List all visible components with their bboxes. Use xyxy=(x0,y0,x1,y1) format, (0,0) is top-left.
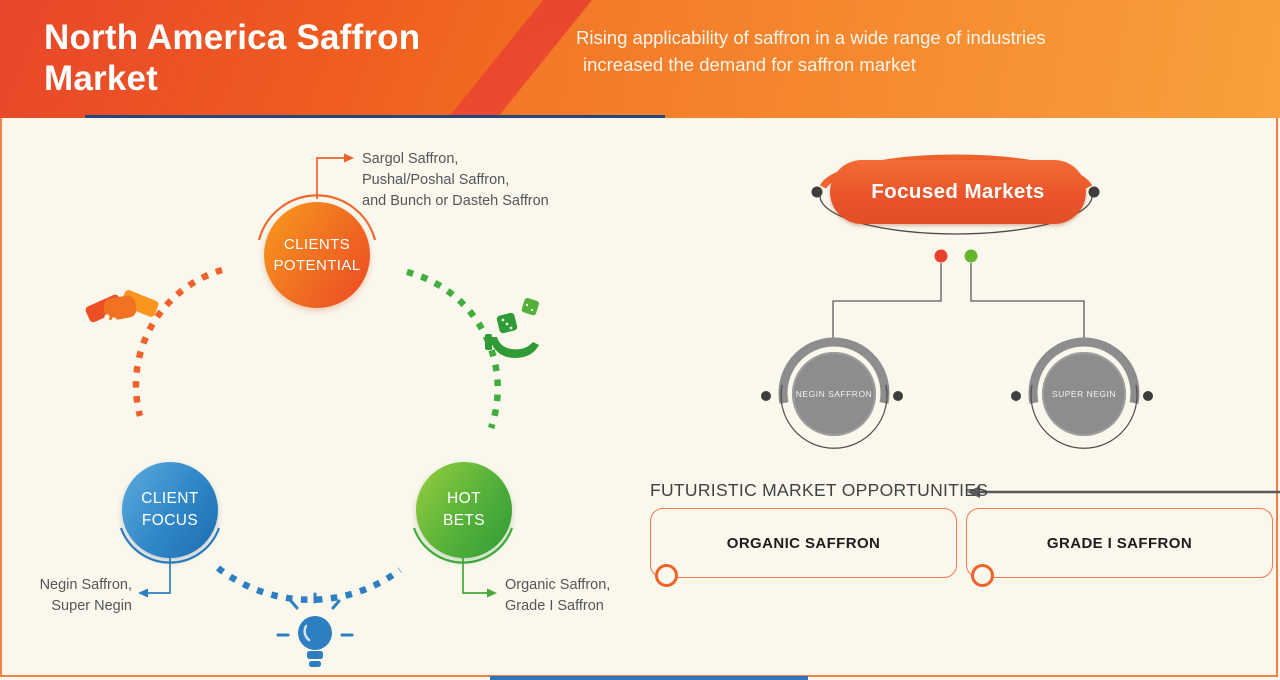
green-dotted-arc xyxy=(406,268,501,430)
opportunity-corner-ring-2 xyxy=(971,564,994,587)
clients-potential-annotation-line2: Pushal/Poshal Saffron, xyxy=(362,172,510,188)
header-gradient-right xyxy=(497,0,1280,118)
super-negin-thin-arc xyxy=(1030,384,1138,449)
pill-right-dot xyxy=(1088,186,1100,198)
client-focus-connector xyxy=(148,557,171,594)
opportunity-corner-ring-1 xyxy=(655,564,678,587)
negin-saffron-thin-arc xyxy=(780,384,888,449)
super-negin-right-dot xyxy=(1143,391,1153,401)
node-clients-potential-line2: POTENTIAL xyxy=(273,257,361,274)
hot-bets-annotation: Organic Saffron, Grade I Saffron xyxy=(505,575,665,617)
lightbulb-icon xyxy=(276,592,354,667)
hot-bets-annotation-line1: Organic Saffron, xyxy=(505,577,611,593)
opportunity-grade-i-saffron-label: GRADE I SAFFRON xyxy=(1046,534,1193,552)
client-focus-annotation-line2: Super Negin xyxy=(51,598,132,614)
header-subtitle-line1: Rising applicability of saffron in a wid… xyxy=(576,27,1046,48)
stem-left xyxy=(832,263,942,342)
child-negin-saffron-label: NEGIN SAFFRON xyxy=(795,389,873,399)
pill-left-dot xyxy=(811,186,823,198)
header-banner: North America Saffron Market Rising appl… xyxy=(0,0,1280,118)
hot-bets-arrowhead xyxy=(487,588,497,598)
green-dot xyxy=(964,249,978,263)
header-subtitle-line2: increased the demand for saffron market xyxy=(583,54,916,75)
node-hot-bets: HOT BETS xyxy=(416,462,512,558)
client-focus-arrowhead xyxy=(138,588,148,598)
opportunity-box-grade-i-saffron: GRADE I SAFFRON xyxy=(966,508,1273,578)
orange-dotted-arc xyxy=(132,266,223,417)
clients-potential-connector xyxy=(316,157,344,199)
node-hot-bets-line2: BETS xyxy=(442,512,486,529)
handshake-icon xyxy=(85,290,159,325)
negin-saffron-thick-arc xyxy=(778,337,890,404)
opportunities-arrowhead xyxy=(967,486,980,498)
focused-markets-title: Focused Markets xyxy=(871,180,1045,203)
node-clients-potential: CLIENTS POTENTIAL xyxy=(264,202,370,308)
node-client-focus-line2: FOCUS xyxy=(141,512,199,529)
clients-potential-annotation-line3: and Bunch or Dasteh Saffron xyxy=(362,193,549,209)
hot-bets-connector xyxy=(462,557,487,594)
client-focus-annotation: Negin Saffron, Super Negin xyxy=(18,575,132,617)
blue-dotted-arc xyxy=(216,565,402,604)
negin-saffron-left-dot xyxy=(761,391,771,401)
node-client-focus: CLIENT FOCUS xyxy=(122,462,218,558)
clients-potential-annotation-line1: Sargol Saffron, xyxy=(362,151,459,167)
child-negin-saffron: NEGIN SAFFRON xyxy=(792,352,876,436)
node-hot-bets-line1: HOT xyxy=(447,490,481,507)
opportunities-heading: FUTURISTIC MARKET OPPORTUNITIES xyxy=(650,480,989,500)
red-dot xyxy=(934,249,948,263)
clients-potential-arrowhead xyxy=(344,153,354,163)
page-title: North America Saffron Market xyxy=(44,18,421,98)
super-negin-left-dot xyxy=(1011,391,1021,401)
opportunity-organic-saffron-label: ORGANIC SAFFRON xyxy=(726,534,881,552)
child-super-negin: SUPER NEGIN xyxy=(1042,352,1126,436)
super-negin-thick-arc xyxy=(1028,337,1140,404)
stem-right xyxy=(970,263,1085,342)
hot-bets-annotation-line2: Grade I Saffron xyxy=(505,598,604,614)
bottom-blue-bar xyxy=(490,676,808,680)
client-focus-annotation-line1: Negin Saffron, xyxy=(39,577,132,593)
dice-in-hand-icon xyxy=(485,297,539,358)
child-super-negin-label: SUPER NEGIN xyxy=(1051,389,1117,399)
header-underline-accent xyxy=(85,115,665,118)
focused-markets-pill: Focused Markets xyxy=(830,160,1086,224)
opportunity-box-organic-saffron: ORGANIC SAFFRON xyxy=(650,508,957,578)
negin-saffron-right-dot xyxy=(893,391,903,401)
node-client-focus-line1: CLIENT xyxy=(141,490,199,507)
header-subtitle: Rising applicability of saffron in a wid… xyxy=(576,24,1236,78)
clients-potential-annotation: Sargol Saffron, Pushal/Poshal Saffron, a… xyxy=(362,149,612,212)
node-clients-potential-line1: CLIENTS xyxy=(283,236,351,253)
